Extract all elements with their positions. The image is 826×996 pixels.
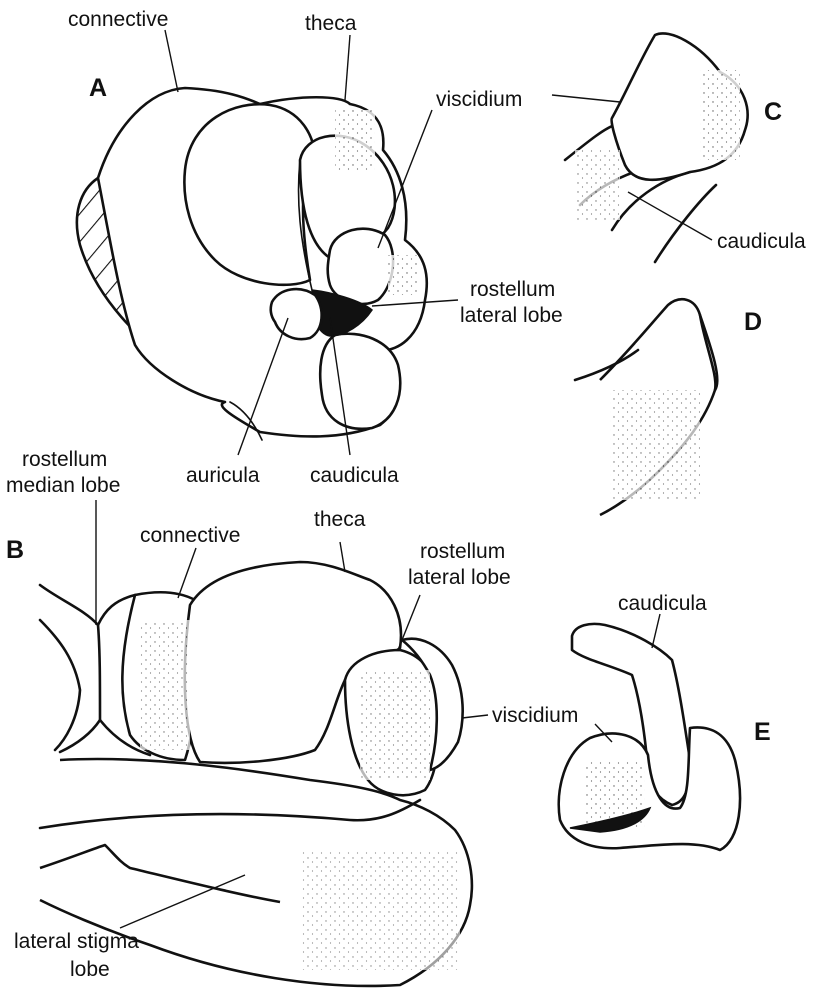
label-b-lateral-stigma: lateral stigma [14, 930, 139, 953]
figure-a: A connective theca viscidium rostellum l… [68, 8, 563, 487]
figure-c: C caudicula [552, 33, 806, 262]
panel-label-a: A [89, 74, 107, 102]
c-stalk-right [612, 172, 716, 262]
label-b-rostellum-lateral: rostellum [420, 540, 505, 563]
label-c-caudicula: caudicula [717, 230, 806, 253]
label-a-caudicula: caudicula [310, 464, 399, 487]
label-a-connective: connective [68, 8, 168, 31]
label-b-theca: theca [314, 508, 366, 531]
figure-b: B rostellum median lobe connective theca… [6, 448, 578, 986]
label-b-lateral-lobe: lateral lobe [408, 566, 511, 589]
label-b-lobe: lobe [70, 958, 110, 981]
panel-label-c: C [764, 98, 782, 126]
a-lower-lobe [320, 334, 400, 429]
panel-label-d: D [744, 308, 762, 336]
figure-d: D [575, 299, 762, 515]
label-a-theca: theca [305, 12, 357, 35]
panel-label-b: B [6, 536, 24, 564]
figure-e: E caudicula [559, 592, 771, 850]
label-a-lateral-lobe: lateral lobe [460, 304, 563, 327]
label-b-connective: connective [140, 524, 240, 547]
label-a-viscidium: viscidium [436, 88, 522, 111]
panel-label-e: E [754, 718, 771, 746]
label-b-viscidium: viscidium [492, 704, 578, 727]
label-a-auricula: auricula [186, 464, 260, 487]
a-viscidium-shape [328, 229, 393, 304]
label-b-rostellum-median: rostellum [22, 448, 107, 471]
label-e-caudicula: caudicula [618, 592, 707, 615]
label-b-median-lobe: median lobe [6, 474, 120, 497]
label-a-rostellum: rostellum [470, 278, 555, 301]
